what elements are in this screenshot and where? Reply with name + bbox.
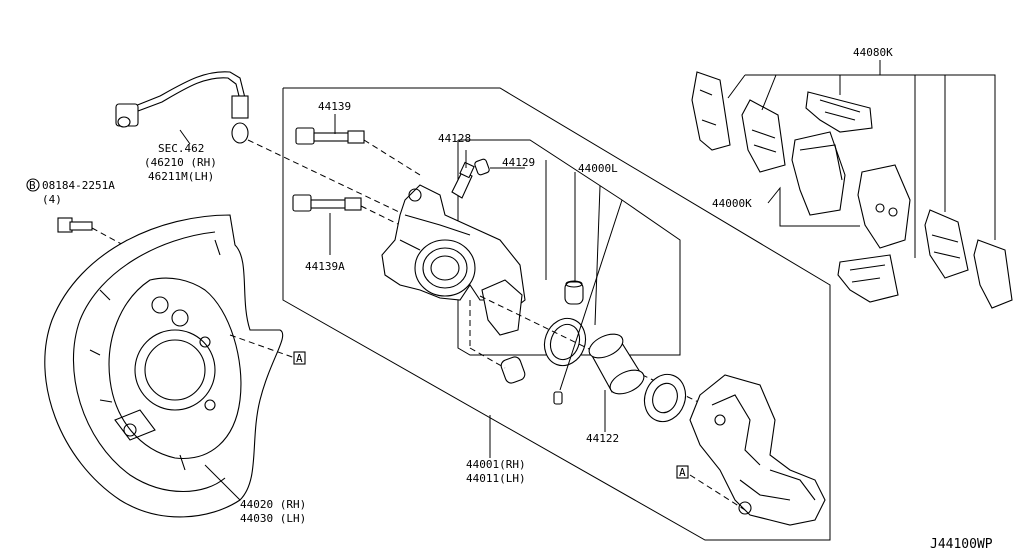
label-44001-rh: 44001(RH)	[466, 458, 526, 471]
hex-bolt	[57, 217, 93, 233]
label-44128: 44128	[438, 132, 471, 145]
label-bolt-code: 08184-2251A	[42, 179, 115, 192]
label-44122: 44122	[586, 432, 619, 445]
label-bolt-mark: B	[29, 179, 36, 192]
seal-kit-outline	[457, 139, 681, 356]
pad-clip-lower	[837, 254, 899, 303]
label-ref-a-lower: A	[679, 466, 686, 479]
sec-leader	[179, 129, 191, 145]
boot-small-lower	[500, 356, 526, 384]
torque-member	[689, 374, 826, 526]
pad-shim-1	[691, 71, 731, 151]
ref-a-lower-leader	[689, 474, 746, 511]
pad-kit-leader-1	[727, 74, 746, 99]
bleeder-screw	[451, 161, 475, 199]
brake-hose	[115, 71, 249, 144]
pad-shim-4	[973, 239, 1013, 309]
caliper-pin-lower	[292, 194, 362, 212]
pad-set-leader	[767, 186, 860, 227]
label-44011-lh: 44011(LH)	[466, 472, 526, 485]
label-ref-a-upper: A	[296, 352, 303, 365]
pin-upper-leader	[363, 139, 421, 176]
boot-small-upper	[564, 280, 584, 305]
brake-pad-inner	[791, 131, 846, 216]
label-bolt-qty: (4)	[42, 193, 62, 206]
label-46211m-lh: 46211M(LH)	[148, 170, 214, 183]
label-44020-rh: 44020 (RH)	[240, 498, 306, 511]
bleeder-small	[553, 391, 563, 405]
kit-tick-3	[559, 199, 623, 391]
label-46210-rh: (46210 (RH)	[144, 156, 217, 169]
pad-kit-leader-2	[761, 74, 777, 111]
label-44139: 44139	[318, 100, 351, 113]
pad-clip-upper	[805, 91, 873, 133]
piston-seal	[543, 317, 587, 367]
bolt-mark-circle	[26, 178, 40, 192]
backing-plate	[44, 214, 284, 518]
plate-leader	[204, 464, 241, 501]
piston	[588, 333, 645, 395]
assembly-outline	[282, 87, 831, 541]
kit-dash-b	[469, 347, 506, 369]
plate-ref-leader	[229, 334, 296, 359]
label-sec462: SEC.462	[158, 142, 204, 155]
kit-tick-2	[594, 185, 601, 326]
label-44000l: 44000L	[578, 162, 618, 175]
ref-a-box-lower	[676, 465, 689, 479]
dust-boot	[643, 373, 687, 423]
diagram-code: J44100WP	[930, 537, 993, 552]
pad-shim-3	[924, 209, 969, 279]
ref-a-box-upper	[293, 351, 306, 365]
label-44139a: 44139A	[305, 260, 345, 273]
pad-shim-2	[741, 99, 786, 173]
label-44129: 44129	[502, 156, 535, 169]
label-44080k: 44080K	[853, 46, 893, 59]
label-44030-lh: 44030 (LH)	[240, 512, 306, 525]
pad-kit-leader-top	[745, 74, 996, 240]
caliper-pin-upper	[295, 127, 365, 145]
hose-leader	[247, 139, 421, 223]
caliper-body	[381, 184, 526, 336]
bleeder-cap	[474, 158, 490, 176]
brake-pad-outer	[857, 164, 911, 249]
label-44000k: 44000K	[712, 197, 752, 210]
pin-lower-leader	[360, 205, 401, 226]
